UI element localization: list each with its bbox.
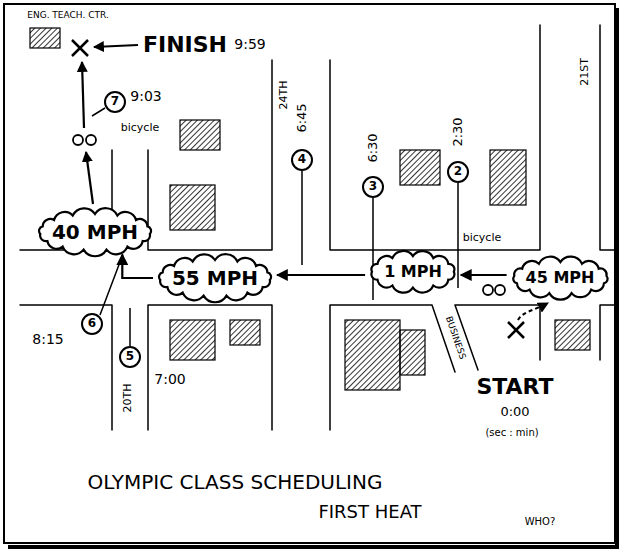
time-label: 6:45 — [295, 103, 309, 132]
route-arrow — [277, 274, 365, 276]
street-name: 21ST — [579, 58, 591, 86]
wheel — [86, 135, 96, 145]
callout-circle: 2 — [447, 161, 469, 183]
time-label: 9:03 — [130, 89, 161, 104]
buildings — [30, 28, 590, 390]
start-route — [518, 303, 548, 320]
cloud-shape — [39, 208, 151, 256]
speed-label: 55 MPH — [172, 267, 258, 289]
building-name: ENG. TEACH. CTR. — [27, 11, 109, 21]
wheel — [495, 285, 505, 295]
frame — [4, 4, 615, 543]
route-arrow — [86, 152, 93, 204]
frame-shadow — [8, 8, 617, 547]
start-mark — [508, 322, 524, 338]
unit-note: (sec : min) — [485, 427, 538, 438]
finish-label: FINISH — [143, 33, 227, 57]
heat-caption: FIRST HEAT — [318, 502, 421, 522]
time-label: 0:00 — [500, 405, 529, 419]
street-edges — [20, 25, 615, 430]
start-label: START — [476, 375, 553, 399]
wheel — [483, 285, 493, 295]
cloud-shape — [372, 251, 455, 293]
finish-pointer — [94, 45, 138, 47]
speed-label: 45 MPH — [526, 269, 595, 287]
finish-mark — [72, 40, 88, 56]
author-note: WHO? — [525, 516, 556, 527]
callout-number: 3 — [369, 180, 377, 193]
speed-label: 40 MPH — [52, 221, 138, 243]
route-arrow — [122, 254, 153, 278]
vehicle-note: bicycle — [121, 122, 159, 134]
vehicle-note: bicycle — [463, 232, 501, 244]
callout-number: 4 — [298, 153, 306, 166]
callout-circle: 7 — [104, 91, 126, 113]
speed-cloud: 55 MPH — [153, 253, 277, 303]
cloud-shape — [159, 254, 271, 302]
callout-number: 7 — [111, 95, 119, 108]
callout-circle: 3 — [362, 176, 384, 198]
callout-number: 6 — [88, 317, 96, 330]
callout-circle: 5 — [119, 346, 141, 368]
callout-number: 2 — [454, 165, 462, 178]
building — [555, 320, 590, 350]
time-label: 2:30 — [451, 117, 465, 146]
bicycle-icon — [483, 285, 505, 295]
time-label: 8:15 — [32, 332, 63, 347]
street-name: 24TH — [278, 81, 290, 110]
speed-cloud: 40 MPH — [33, 207, 157, 257]
street-name: BUSINESS — [443, 315, 467, 361]
building — [400, 330, 425, 375]
wheel — [73, 135, 83, 145]
route-arrow — [461, 274, 507, 276]
route-arrow — [82, 62, 84, 128]
callout-circle: 4 — [291, 149, 313, 171]
building — [230, 320, 260, 345]
street-name: 20TH — [122, 384, 134, 413]
bicycle-icon — [73, 135, 96, 145]
building — [345, 320, 400, 390]
speed-cloud: 1 MPH — [365, 249, 461, 295]
cloud-shape — [513, 257, 607, 300]
callout-circle: 6 — [81, 313, 103, 335]
building — [180, 120, 220, 150]
building — [30, 28, 60, 48]
speed-label: 1 MPH — [384, 263, 442, 281]
building — [490, 150, 526, 205]
time-label: 7:00 — [154, 372, 185, 387]
building — [170, 185, 215, 230]
map-title: OLYMPIC CLASS SCHEDULING — [88, 471, 383, 493]
building — [170, 320, 215, 360]
callout-number: 5 — [126, 350, 134, 363]
speed-cloud: 45 MPH — [507, 255, 614, 301]
building — [400, 150, 440, 185]
time-label: 9:59 — [234, 37, 265, 52]
time-label: 6:30 — [366, 133, 380, 162]
